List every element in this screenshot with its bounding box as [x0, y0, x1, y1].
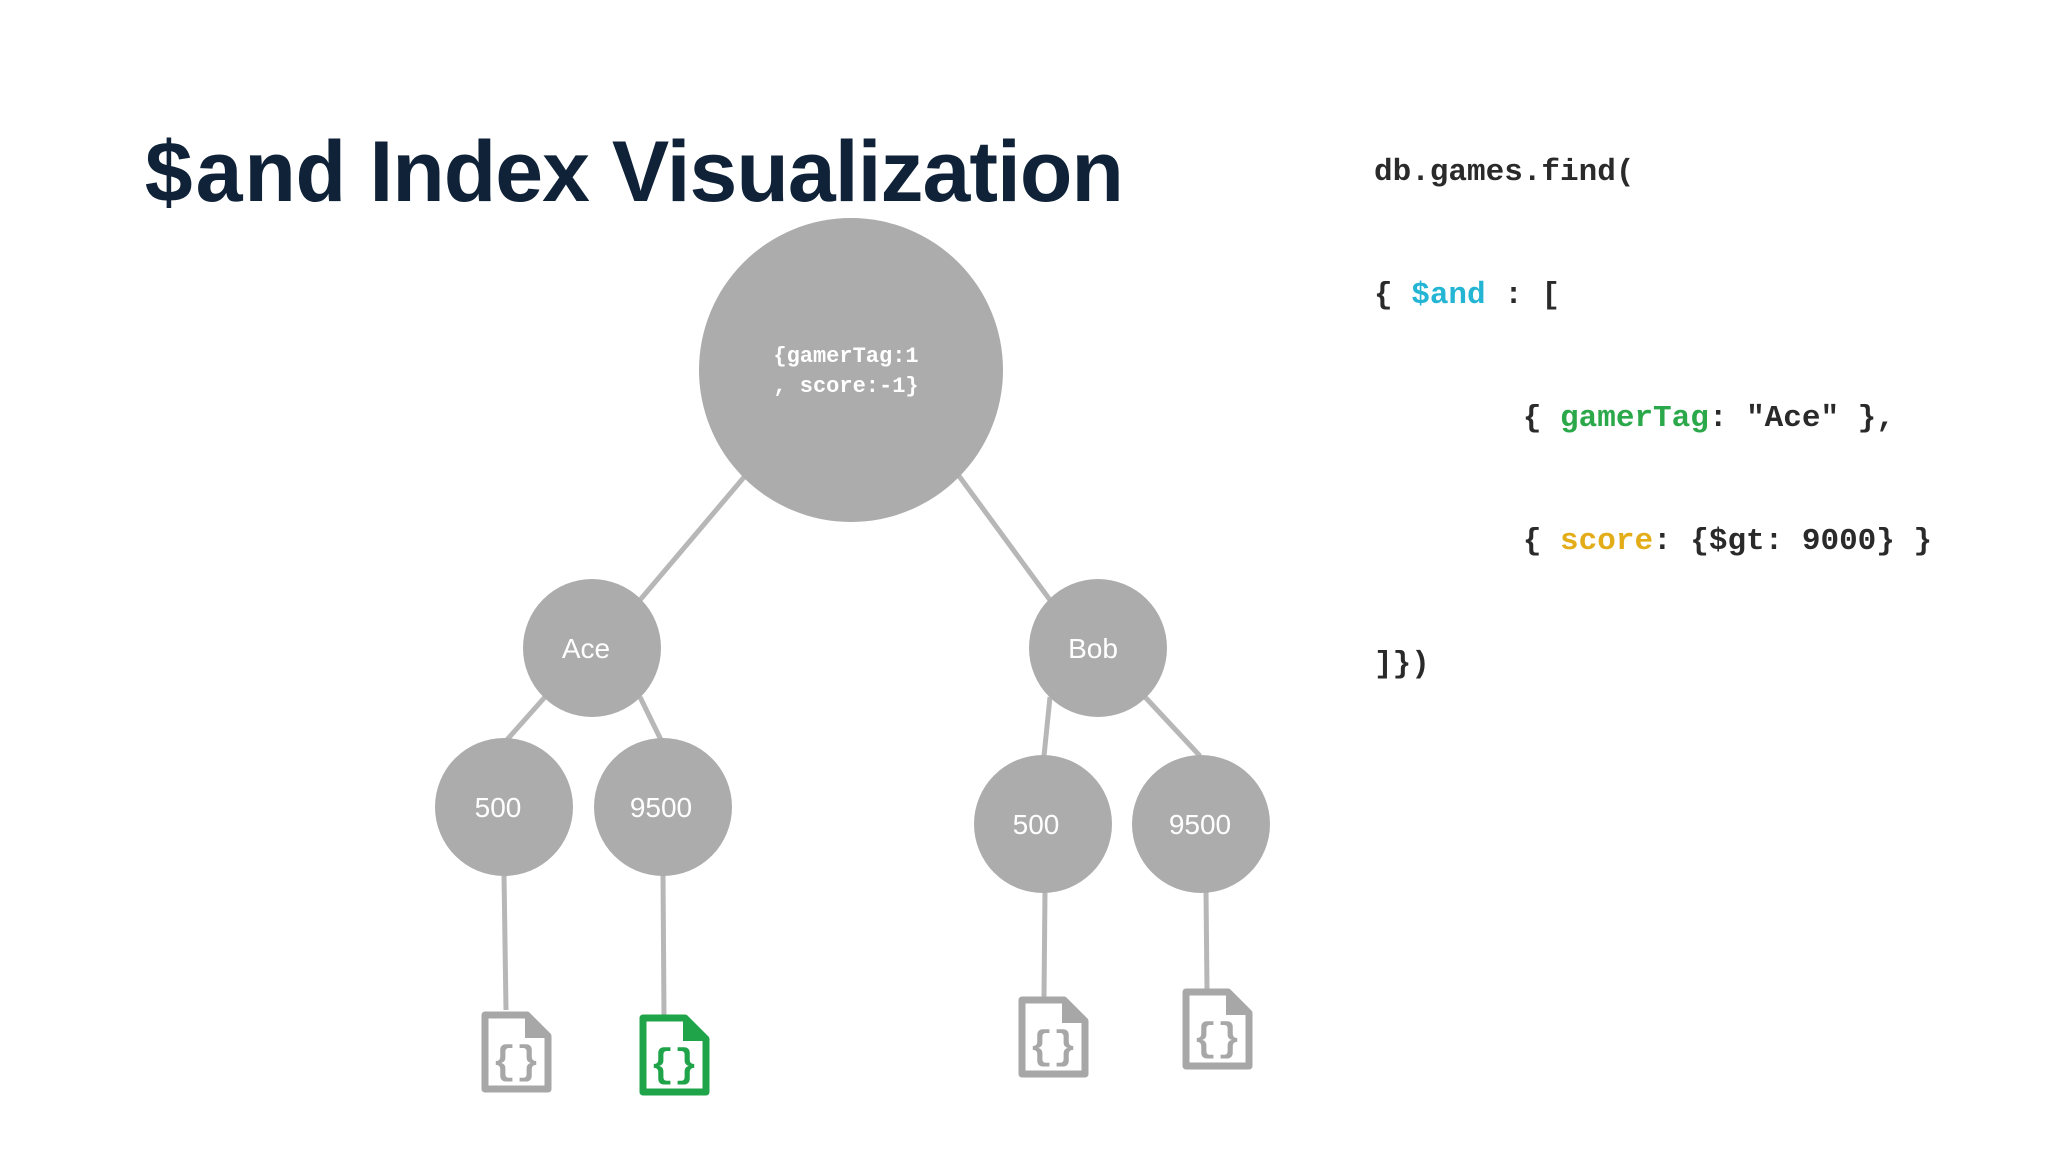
- node-ace-9500: 9500: [594, 738, 732, 876]
- node-ace-9500-circle: [594, 738, 732, 876]
- query-close: ]}): [1374, 647, 1430, 682]
- json-document-icon: {}: [639, 1014, 710, 1096]
- node-ace-500-circle: [435, 738, 573, 876]
- node-bob-9500: 9500: [1132, 755, 1270, 893]
- node-bob-label: Bob: [1068, 633, 1118, 664]
- edge-ace-9500-doc: [660, 873, 667, 1016]
- root-node-label-line1: {gamerTag:1: [773, 344, 918, 369]
- edge-ace-500: [503, 695, 547, 744]
- query-brace: {: [1374, 278, 1412, 313]
- query-code-block: db.games.find( { $and : [ { gamerTag: "A…: [1374, 70, 1932, 767]
- tree-edges: [501, 474, 1210, 1016]
- query-line-4: { score: {$gt: 9000} }: [1374, 521, 1932, 562]
- query-line-1: db.games.find(: [1374, 152, 1932, 193]
- svg-text:{}: {}: [1029, 1026, 1077, 1071]
- node-ace-500-label: 500: [475, 792, 522, 823]
- node-bob-9500-label: 9500: [1169, 809, 1231, 840]
- query-gamertag-value: : "Ace" },: [1708, 401, 1895, 436]
- query-and-operator: $and: [1411, 278, 1486, 313]
- edge-bob-500: [1041, 696, 1053, 757]
- node-ace-circle: [523, 579, 661, 717]
- svg-text:{}: {}: [492, 1041, 540, 1086]
- root-node-label-line2: , score:-1}: [773, 374, 918, 399]
- query-score-field: score: [1560, 524, 1654, 559]
- query-line-5: ]}): [1374, 644, 1932, 685]
- query-line-2: { $and : [: [1374, 275, 1932, 316]
- query-brace: {: [1374, 524, 1561, 559]
- edge-bob-9500-doc: [1203, 890, 1210, 991]
- edge-root-ace: [638, 474, 747, 602]
- edge-ace-500-doc: [501, 873, 509, 1011]
- json-document-icon: {}: [1182, 988, 1253, 1070]
- node-bob-500: 500: [974, 755, 1112, 893]
- title-text: Index Visualization: [369, 124, 1124, 220]
- svg-text:{}: {}: [1193, 1018, 1241, 1063]
- node-ace: Ace: [523, 579, 661, 717]
- edge-bob-500-doc: [1041, 890, 1048, 998]
- query-array-open: : [: [1485, 278, 1561, 313]
- query-brace: {: [1374, 401, 1561, 436]
- query-line-3: { gamerTag: "Ace" },: [1374, 398, 1932, 439]
- title-operator: $and: [143, 129, 346, 227]
- query-score-condition: : {$gt: 9000} }: [1653, 524, 1933, 559]
- json-document-icon: {}: [1018, 996, 1089, 1078]
- node-bob-500-circle: [974, 755, 1112, 893]
- query-gamertag-field: gamerTag: [1560, 401, 1709, 436]
- edge-ace-9500: [637, 695, 665, 744]
- node-bob-9500-circle: [1132, 755, 1270, 893]
- slide-title: $and Index Visualization: [143, 122, 1124, 228]
- node-bob: Bob: [1029, 579, 1167, 717]
- root-node-circle: [699, 218, 1003, 522]
- node-ace-9500-label: 9500: [630, 792, 692, 823]
- svg-text:{}: {}: [650, 1044, 698, 1089]
- root-node: {gamerTag:1 , score:-1}: [699, 218, 1003, 522]
- node-ace-500: 500: [435, 738, 573, 876]
- node-ace-label: Ace: [562, 633, 610, 664]
- edge-bob-9500: [1143, 695, 1202, 758]
- node-bob-circle: [1029, 579, 1167, 717]
- query-find-call: db.games.find(: [1374, 155, 1635, 190]
- node-bob-500-label: 500: [1013, 809, 1060, 840]
- edge-root-bob: [956, 474, 1053, 602]
- json-document-icon: {}: [481, 1011, 552, 1093]
